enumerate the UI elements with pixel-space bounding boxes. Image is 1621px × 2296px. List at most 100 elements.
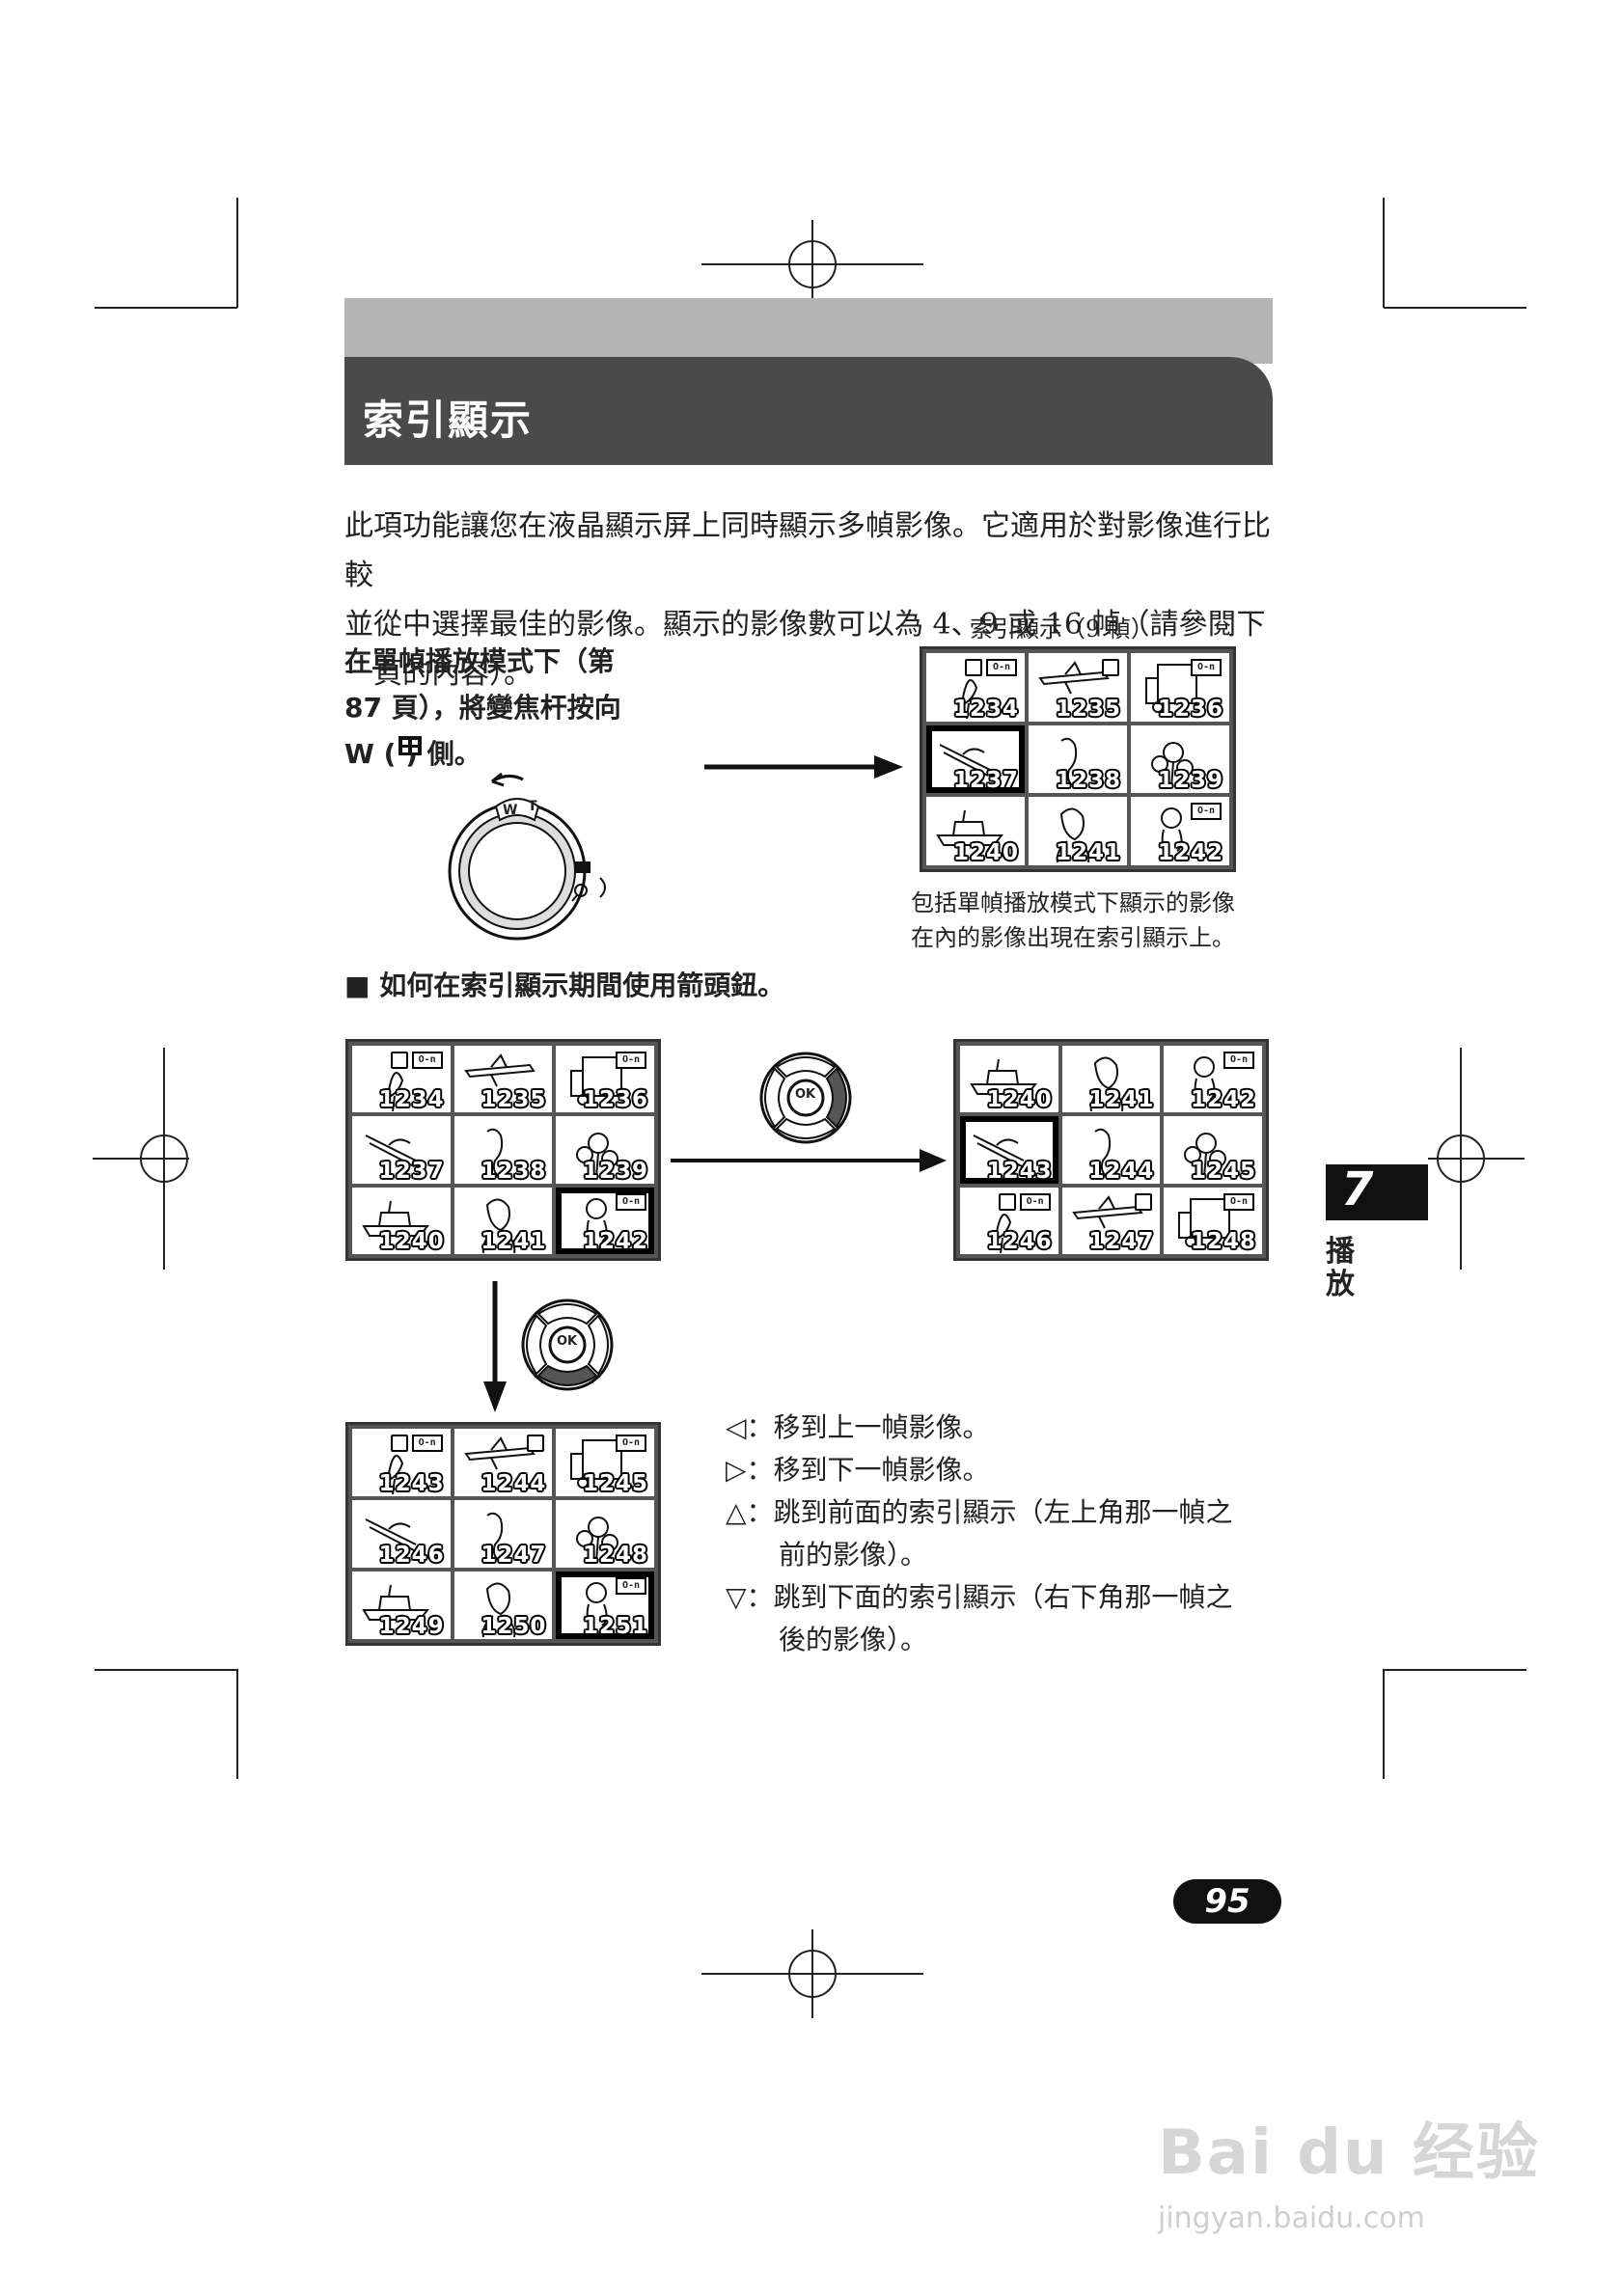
thumbnail-status-icons: O-n: [1223, 1052, 1254, 1069]
frame-number: 1245: [1190, 1158, 1256, 1184]
thumbnail-cell[interactable]: O-n 1248: [1164, 1187, 1262, 1254]
arrow-right-transition: [671, 1149, 947, 1172]
chapter-title-1: 播: [1326, 1235, 1355, 1269]
legend-item-cont: 前的影像）。: [779, 1539, 928, 1571]
boy-thumbnail-image: [586, 1197, 608, 1243]
frame-number: 1239: [1157, 768, 1223, 794]
thumbnail-cell[interactable]: 1245: [1164, 1116, 1262, 1184]
thumbnail-cell[interactable]: 1240: [926, 797, 1025, 865]
thumbnail-cell[interactable]: 1237: [926, 724, 1025, 794]
frame-number: 1234: [378, 1087, 445, 1113]
thumbnail-cell[interactable]: 1249: [352, 1572, 451, 1639]
frame-number: 1238: [481, 1158, 547, 1184]
woman-thumbnail-image: [1056, 807, 1090, 863]
section-header-band: [344, 298, 1273, 364]
thumbnail-cell[interactable]: 1240: [352, 1187, 451, 1254]
thumbnail-cell[interactable]: 1248: [556, 1500, 654, 1568]
legend-item: ▽：跳到下面的索引顯示（右下角那一幀之: [726, 1581, 1233, 1613]
thumbnail-status-icons: O-n: [998, 1192, 1051, 1211]
ship-thumbnail-image: [970, 1058, 1038, 1095]
index-display-icon: [398, 736, 422, 755]
thumbnail-cell[interactable]: 1247: [1061, 1187, 1161, 1254]
frame-number: 1237: [378, 1158, 445, 1184]
frame-number: 1248: [582, 1543, 648, 1568]
thumbnail-cell[interactable]: 1237: [352, 1116, 451, 1184]
legend-item-cont: 後的影像）。: [779, 1624, 928, 1655]
thumbnail-cell[interactable]: 1239: [1131, 724, 1229, 794]
intro-line: 並從中選擇最佳的影像。顯示的影像數可以為 4、9 或 16 幀（請參閱下: [344, 608, 1266, 642]
print-reserve-icon: [390, 1435, 408, 1452]
frame-number: 1243: [986, 1158, 1053, 1184]
print-reserve-icon: [390, 1052, 408, 1069]
figure-note-line: 包括單幀播放模式下顯示的影像: [911, 889, 1235, 916]
thumbnail-cell[interactable]: 1246: [352, 1500, 451, 1568]
section-title: 索引顯示: [363, 396, 534, 444]
thumbnail-cell[interactable]: 1244: [453, 1429, 553, 1496]
instruction-text: 在單幀播放模式下（第 87 頁），將變焦杆按向 W ( ) 側。: [344, 639, 621, 778]
thumbnail-cell[interactable]: 1244: [1061, 1116, 1161, 1184]
frame-number: 1248: [1190, 1229, 1256, 1254]
frame-number: 1249: [378, 1614, 445, 1639]
frame-number: 1236: [582, 1087, 648, 1113]
frame-number: 1242: [1157, 839, 1223, 865]
frame-number: 1251: [582, 1614, 648, 1639]
frame-number: 1246: [378, 1543, 445, 1568]
print-reserve-icon: [1135, 1192, 1153, 1211]
intro-line: 一頁的內容）。: [344, 657, 533, 691]
arrow-legend: ◁：移到上一幀影像。 ▷：移到下一幀影像。 △：跳到前面的索引顯示（左上角那一幀…: [726, 1407, 1233, 1661]
woman-thumbnail-image: [1089, 1056, 1123, 1112]
registration-target-left: [93, 1048, 189, 1270]
thumbnail-cell[interactable]: 1250: [453, 1572, 553, 1639]
thumbnail-cell[interactable]: 1241: [1061, 1046, 1161, 1113]
woman-thumbnail-image: [481, 1582, 515, 1638]
thumbnail-cell[interactable]: 1247: [453, 1500, 553, 1568]
watermark-url: jingyan.baidu.com: [1158, 2201, 1425, 2235]
thumbnail-cell[interactable]: 1235: [1029, 653, 1127, 722]
frame-number: 1244: [481, 1471, 547, 1496]
thumbnail-cell[interactable]: 1241: [1029, 797, 1127, 865]
frame-number: 1240: [952, 839, 1019, 865]
thumbnail-cell[interactable]: 1241: [453, 1187, 553, 1254]
thumbnail-status-icons: O-n: [1223, 1192, 1254, 1211]
thumbnail-cell[interactable]: 1243: [960, 1116, 1058, 1184]
protect-key-icon: O-n: [615, 1192, 646, 1211]
arrow-pad-down-pressed: [521, 1298, 614, 1391]
thumbnail-cell[interactable]: 1238: [1029, 724, 1127, 794]
skier-thumbnail-image: [973, 1134, 1025, 1168]
frame-number: 1235: [481, 1087, 547, 1113]
protect-key-icon: O-n: [615, 1435, 646, 1452]
print-reserve-icon: [1102, 659, 1119, 676]
subheading: ■ 如何在索引顯示期間使用箭頭鈕。: [344, 970, 785, 1001]
thumbnail-cell[interactable]: 1235: [453, 1046, 553, 1113]
chapter-number: 7: [1341, 1162, 1374, 1216]
dog-thumbnail-image: [1090, 1129, 1111, 1180]
frame-number: 1239: [582, 1158, 648, 1184]
protect-key-icon: O-n: [411, 1435, 443, 1452]
frame-number: 1241: [1055, 839, 1121, 865]
ship-thumbnail-image: [936, 810, 1004, 847]
registration-target-bottom: [701, 1929, 923, 2018]
thumbnail-cell[interactable]: 1238: [453, 1116, 553, 1184]
thumbnail-cell[interactable]: 1239: [556, 1116, 654, 1184]
frame-number: 1236: [1157, 696, 1223, 722]
thumbnail-cell[interactable]: 1240: [960, 1046, 1058, 1113]
dog-thumbnail-image: [482, 1129, 503, 1180]
legend-item: ▷：移到下一幀影像。: [726, 1454, 990, 1486]
frame-number: 1241: [481, 1229, 547, 1254]
boy-thumbnail-image: [1194, 1056, 1216, 1101]
down-arrow-icon: ▽: [726, 1581, 747, 1613]
